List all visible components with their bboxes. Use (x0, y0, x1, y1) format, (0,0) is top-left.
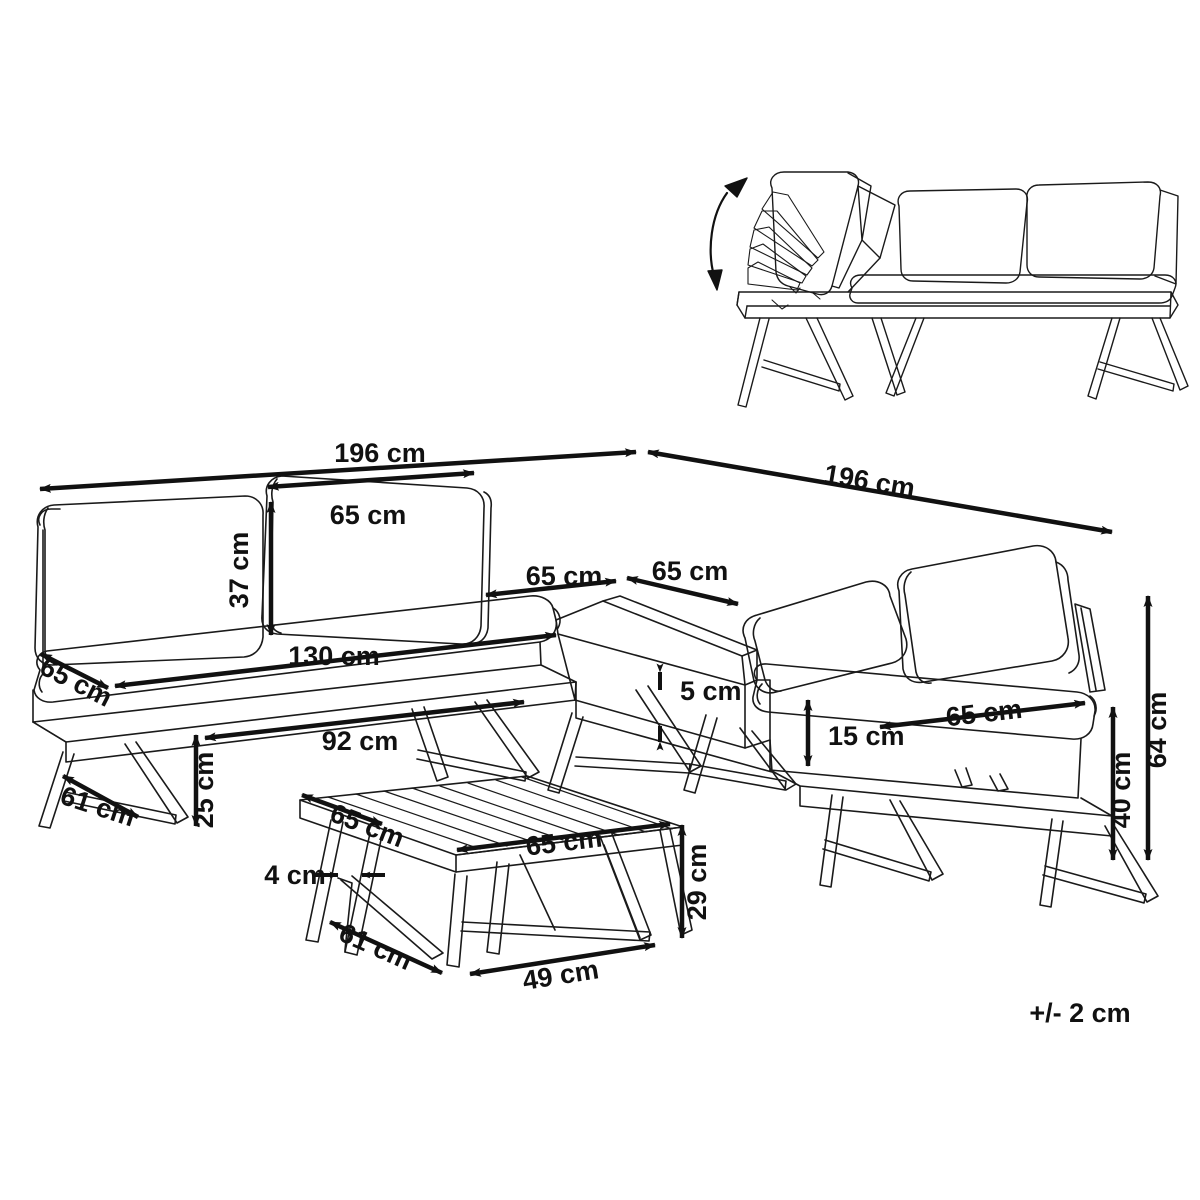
dim-line-table-leg-side (329, 919, 443, 976)
label-frame-width-left: 92 cm (322, 726, 399, 756)
inset-legs (737, 317, 1189, 408)
dim-line-seat-width-left (114, 631, 557, 690)
dim-line-corner-left (485, 577, 617, 599)
dim-line-overall-right (647, 449, 1113, 535)
label-corner-left: 65 cm (526, 561, 603, 591)
inset-seat-cushion (849, 274, 1177, 304)
dim-line-back-cushion-width (267, 469, 475, 491)
backrest-positions (747, 191, 825, 291)
label-table-leg-thickness: 4 cm (264, 860, 326, 890)
dim-line-table-leg-front (469, 942, 656, 977)
label-table-height: 29 cm (682, 844, 712, 921)
backrest-support-panel (857, 185, 896, 259)
dim-line-seat-depth-right (879, 699, 1086, 731)
label-back-cushion-height: 37 cm (224, 532, 254, 609)
label-frame-height: 15 cm (828, 721, 905, 751)
right-sofa-arm (1074, 603, 1106, 693)
rotation-arrow-icon (707, 177, 748, 291)
label-leg-height-left: 25 cm (189, 752, 219, 829)
inset-mechanism (771, 286, 821, 310)
table-leg-1 (305, 819, 344, 943)
right-back-cushion-2 (896, 544, 1080, 684)
tolerance-note: +/- 2 cm (1029, 998, 1130, 1028)
label-cushion-thickness: 5 cm (680, 676, 742, 706)
right-sofa-legs (819, 794, 1159, 908)
inset-seat-base (736, 291, 1179, 319)
dim-line-table-width (456, 820, 671, 854)
left-sofa-back-structure (37, 508, 61, 669)
dim-line-table-depth (301, 792, 383, 827)
label-seat-height: 40 cm (1106, 752, 1136, 829)
raised-backrest-cushion (770, 171, 872, 296)
dim-line-leg-spread-left (61, 774, 140, 819)
label-back-cushion-width: 65 cm (330, 500, 407, 530)
dimension-lines (39, 448, 1153, 977)
dim-line-corner-right (626, 575, 739, 607)
table-lower-brace (460, 921, 651, 942)
corner-seat (555, 595, 773, 773)
right-seat-cushion (752, 663, 1097, 740)
label-seat-width-left: 130 cm (288, 641, 380, 671)
corner-legs (547, 685, 1009, 794)
dim-line-frame-width-left (204, 698, 525, 742)
label-corner-right: 65 cm (652, 556, 729, 586)
label-overall-height: 64 cm (1142, 692, 1172, 769)
inset-back-cushions (897, 181, 1179, 285)
dim-line-seat-depth-left (39, 651, 110, 691)
reclining-detail-inset (707, 171, 1189, 408)
label-overall-left: 196 cm (334, 438, 426, 468)
right-back-cushion-1 (742, 580, 908, 694)
